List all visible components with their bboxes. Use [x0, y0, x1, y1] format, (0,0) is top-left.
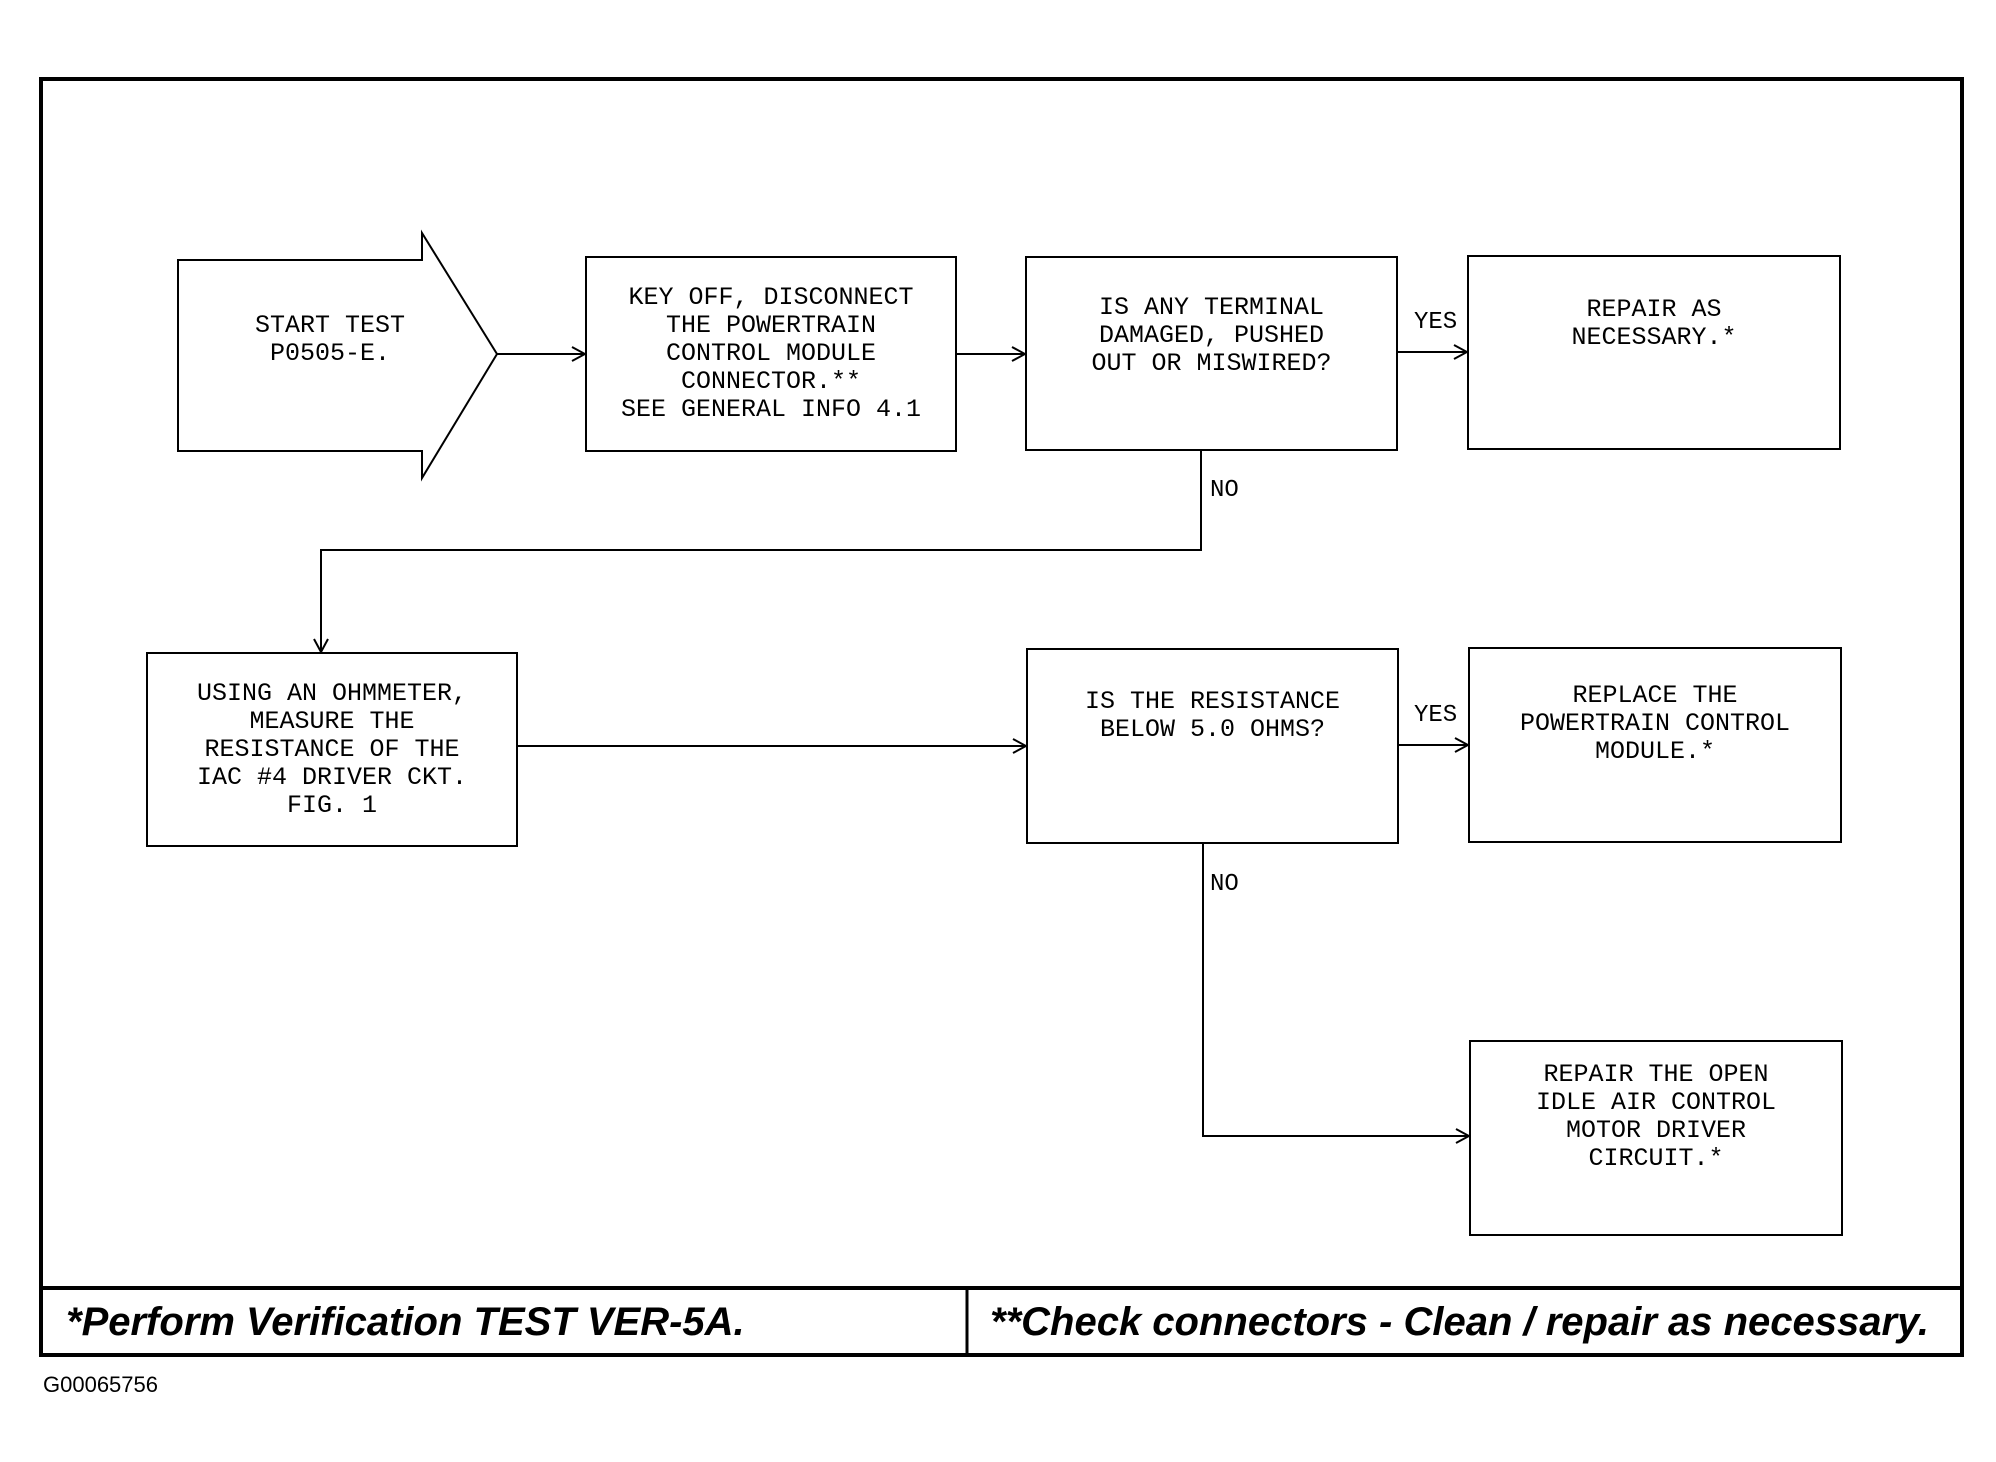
outer-frame — [39, 77, 1964, 1357]
figure-id: G00065756 — [43, 1372, 158, 1397]
footer-verification-note: *Perform Verification TEST VER-5A. — [66, 1299, 745, 1344]
arrow-no-to-ohmmeter — [321, 450, 1202, 652]
disconnect-step-box: KEY OFF, DISCONNECT THE POWERTRAIN CONTR… — [585, 256, 957, 452]
no-label-resistance: NO — [1210, 871, 1239, 898]
disconnect-step-text: KEY OFF, DISCONNECT THE POWERTRAIN CONTR… — [620, 283, 922, 424]
repair-necessary-box: REPAIR AS NECESSARY.* — [1467, 255, 1841, 450]
replace-pcm-box: REPLACE THE POWERTRAIN CONTROL MODULE.* — [1468, 647, 1842, 843]
yes-label-resistance: YES — [1414, 702, 1458, 729]
replace-pcm-text: REPLACE THE POWERTRAIN CONTROL MODULE.* — [1519, 681, 1791, 766]
footer-connectors-note: **Check connectors - Clean / repair as n… — [990, 1299, 1929, 1344]
resistance-question-text: IS THE RESISTANCE BELOW 5.0 OHMS? — [1084, 687, 1341, 744]
yes-label-terminal: YES — [1414, 309, 1458, 336]
ohmmeter-step-box: USING AN OHMMETER, MEASURE THE RESISTANC… — [146, 652, 518, 847]
repair-open-text: REPAIR THE OPEN IDLE AIR CONTROL MOTOR D… — [1535, 1060, 1777, 1173]
start-arrow-shape — [177, 229, 499, 482]
ohmmeter-step-text: USING AN OHMMETER, MEASURE THE RESISTANC… — [196, 678, 468, 820]
terminal-question-box: IS ANY TERMINAL DAMAGED, PUSHED OUT OR M… — [1025, 256, 1398, 451]
repair-open-box: REPAIR THE OPEN IDLE AIR CONTROL MOTOR D… — [1469, 1040, 1843, 1236]
resistance-question-box: IS THE RESISTANCE BELOW 5.0 OHMS? — [1026, 648, 1399, 844]
start-test-label: START TEST P0505-E. — [254, 311, 406, 368]
no-label-terminal: NO — [1210, 477, 1239, 504]
arrow-no-to-repair-open — [1202, 843, 1469, 1136]
repair-necessary-text: REPAIR AS NECESSARY.* — [1571, 294, 1737, 352]
terminal-question-text: IS ANY TERMINAL DAMAGED, PUSHED OUT OR M… — [1091, 292, 1332, 378]
